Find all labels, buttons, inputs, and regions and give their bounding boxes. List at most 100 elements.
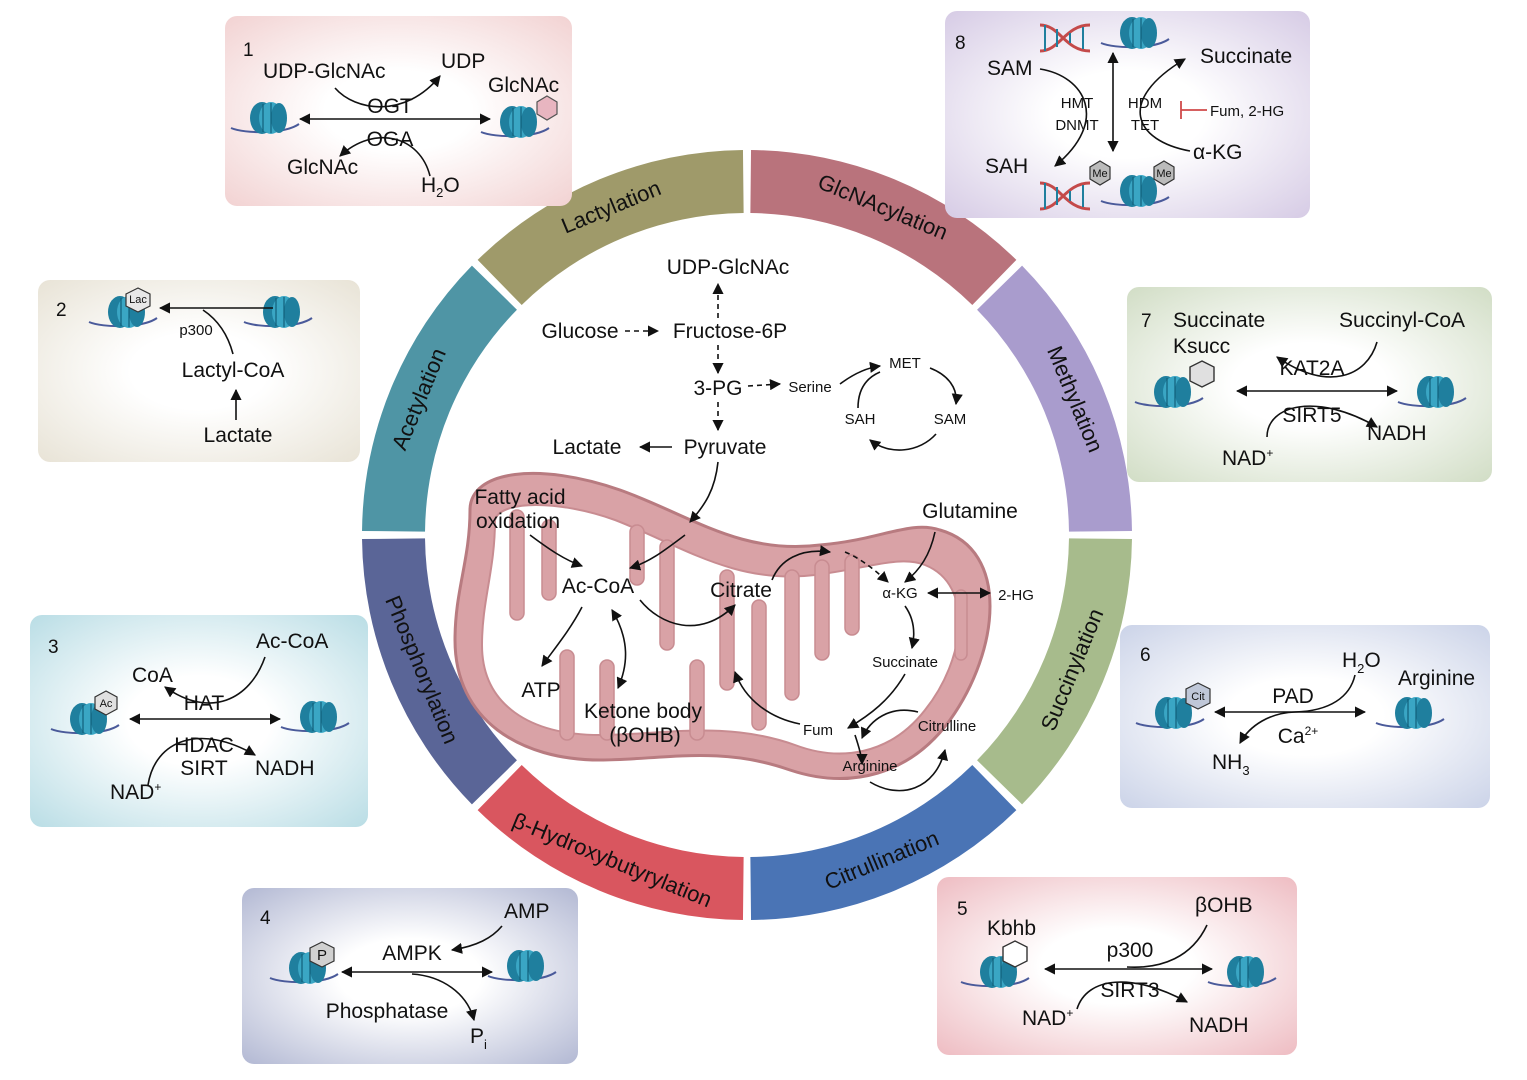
ring-segment-succinylation [977, 538, 1132, 805]
p5-p300: p300 [1107, 939, 1154, 962]
center-arrows [529, 282, 992, 792]
p7-ksucc-hexagon-icon [1189, 360, 1215, 388]
panel-phosphorylation: 4 AMP AMPK Phosphatase Pi P [242, 888, 578, 1064]
p2-number: 2 [56, 300, 67, 321]
ring-segment-phosphorylation [362, 538, 517, 805]
p2-lac-hexagon-icon [125, 287, 151, 313]
p3-hdac: HDAC [174, 734, 234, 757]
center-2hg: 2-HG [998, 587, 1034, 604]
p8-me-histone-hexagon-icon [1153, 160, 1175, 186]
center-citrulline: Citrulline [918, 718, 976, 735]
p4-phosphate-hexagon-icon [309, 941, 335, 968]
p4-pi: Pi [470, 1025, 487, 1052]
p8-succinate: Succinate [1200, 45, 1292, 68]
p1-number: 1 [243, 40, 254, 61]
p4-p: P [317, 947, 327, 964]
panel-lactylation: 2 Lac p300 Lactyl-CoA Lactate [38, 280, 360, 462]
p8-hmt: HMT [1061, 95, 1094, 112]
p6-h2o: H2O [1342, 649, 1381, 676]
ring-segment-glcnacylation [750, 150, 1017, 305]
p8-nucleosome-top [1100, 16, 1170, 50]
ring-segment-acetylation [362, 265, 517, 532]
p2-p300: p300 [179, 322, 212, 339]
p6-number: 6 [1140, 645, 1151, 666]
center-akg: α-KG [882, 585, 917, 602]
center-fum: Fum [803, 722, 833, 739]
p2-lactyl-coa: Lactyl-CoA [182, 359, 285, 382]
p1-udp-glcnac: UDP-GlcNAc [263, 60, 386, 83]
p3-nucleosome-right [280, 700, 350, 734]
p5-kbhb: Kbhb [987, 917, 1036, 940]
panel-glcnacylation: 1 UDP-GlcNAc UDP GlcNAc OGT OGA GlcNAc H… [225, 16, 572, 206]
p3-ac: Ac [100, 698, 113, 710]
p3-ac-coa: Ac-CoA [256, 630, 328, 653]
p7-nadh: NADH [1367, 422, 1427, 445]
center-succinate: Succinate [872, 654, 938, 671]
panel-acetylation: 3 Ac-CoA CoA HAT HDAC SIRT NADH NAD+ Ac [30, 615, 368, 827]
panel-citrullination: 6 H2O Arginine PAD Ca2+ NH3 Cit [1120, 625, 1490, 808]
p7-nad: NAD+ [1222, 446, 1273, 470]
p8-me-histone: Me [1156, 168, 1171, 180]
p4-amp: AMP [504, 900, 550, 923]
p8-fum-2hg: Fum, 2-HG [1210, 103, 1284, 120]
p1-glcnac-released: GlcNAc [287, 156, 358, 179]
p8-dna-top-icon [1039, 23, 1091, 53]
p7-ksucc: Ksucc [1173, 335, 1230, 358]
p8-me-dna: Me [1092, 168, 1107, 180]
p8-number: 8 [955, 33, 966, 54]
center-sah: SAH [845, 411, 876, 428]
p6-nucleosome-right [1375, 696, 1445, 730]
p5-nucleosome-right [1207, 955, 1277, 989]
p2-nucleosome-right [243, 295, 313, 329]
p6-ca: Ca2+ [1278, 724, 1319, 748]
p3-nad: NAD+ [110, 780, 161, 804]
center-glutamine: Glutamine [922, 500, 1018, 523]
p8-hdm: HDM [1128, 95, 1162, 112]
p4-nucleosome-right [487, 949, 557, 983]
center-sam: SAM [934, 411, 967, 428]
modification-ring: GlcNAcylationMethylationSuccinylationCit… [362, 150, 1132, 920]
center-3pg: 3-PG [693, 377, 742, 400]
p8-sam: SAM [987, 57, 1033, 80]
p5-number: 5 [957, 899, 968, 920]
center-lactate: Lactate [553, 436, 622, 459]
p3-number: 3 [48, 637, 59, 658]
center-met: MET [889, 355, 921, 372]
ring-segment-citrullination [750, 765, 1017, 920]
p6-cit: Cit [1191, 691, 1204, 703]
center-metabolism: UDP-GlcNAc Glucose Fructose-6P 3-PG Seri… [474, 256, 1033, 775]
p6-cit-hexagon-icon [1185, 682, 1211, 710]
p3-nadh: NADH [255, 757, 315, 780]
center-ketone-body: Ketone body [584, 700, 702, 723]
p1-glcnac-hexagon-icon [536, 95, 558, 121]
p8-akg: α-KG [1193, 141, 1242, 164]
ring-segment-lactylation [477, 150, 744, 305]
ring-segment-hydroxybutyrylation [477, 765, 744, 920]
p6-nh3: NH3 [1212, 751, 1250, 778]
center-arginine: Arginine [842, 758, 897, 775]
p8-me-dna-hexagon-icon [1089, 160, 1111, 186]
center-serine: Serine [788, 379, 831, 396]
p1-h2o: H2O [421, 174, 460, 200]
center-pyruvate: Pyruvate [684, 436, 767, 459]
p7-succinate: Succinate [1173, 309, 1265, 332]
p3-coa: CoA [132, 664, 173, 687]
p4-number: 4 [260, 908, 271, 929]
p5-bohb: βOHB [1195, 894, 1253, 917]
p6-arginine: Arginine [1398, 667, 1475, 690]
p6-pad: PAD [1272, 685, 1314, 708]
p7-nucleosome-right [1397, 375, 1467, 409]
p7-number: 7 [1141, 311, 1152, 332]
p5-nadh: NADH [1189, 1014, 1249, 1037]
p8-sah: SAH [985, 155, 1028, 178]
center-glucose: Glucose [541, 320, 618, 343]
p8-dna-bottom-icon [1039, 181, 1091, 211]
p7-sirt5: SIRT5 [1282, 404, 1341, 427]
p1-oga: OGA [367, 128, 414, 151]
p4-ampk: AMPK [382, 942, 442, 965]
center-oxidation: oxidation [476, 510, 560, 533]
p5-kbhb-hexagon-icon [1002, 940, 1028, 968]
p7-kat2a: KAT2A [1280, 357, 1345, 380]
center-fructose-6p: Fructose-6P [673, 320, 787, 343]
